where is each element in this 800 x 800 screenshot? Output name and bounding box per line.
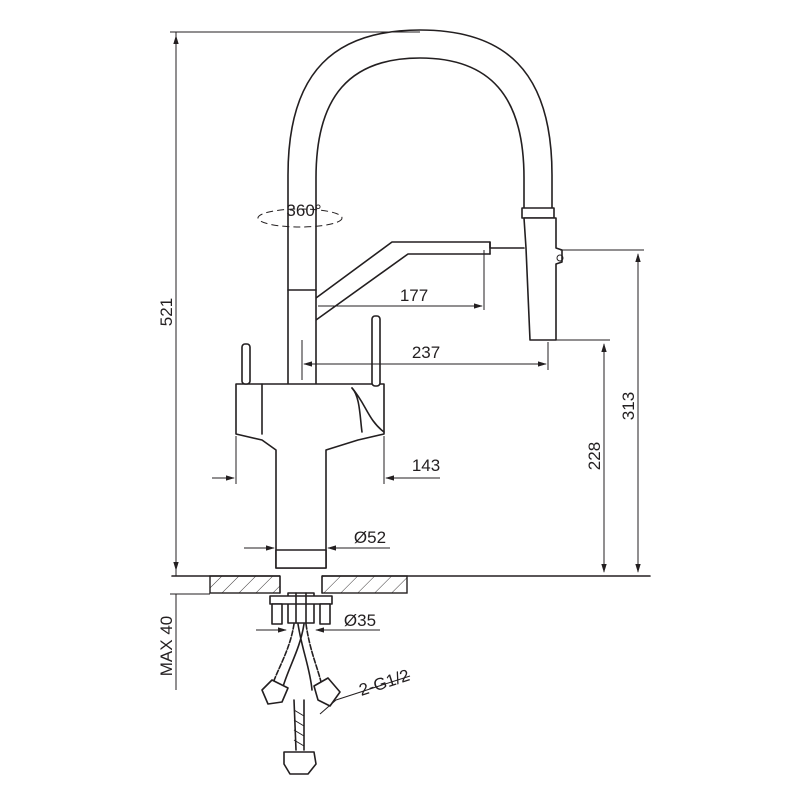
height-total-label: 521 <box>157 298 176 326</box>
reach-total-label: 237 <box>412 343 440 362</box>
max-counter-label: MAX 40 <box>157 616 176 676</box>
rotation-label: 360° <box>286 201 321 220</box>
mounting-hardware <box>269 592 333 625</box>
base-diameter-label: Ø52 <box>354 528 386 547</box>
water-hoses <box>261 623 341 775</box>
base-width-label: 143 <box>412 456 440 475</box>
handle-height-label: 228 <box>585 442 604 470</box>
outlet-height-label: 313 <box>619 392 638 420</box>
countertop <box>171 574 651 596</box>
dimension-lines: 521 MAX 40 177 237 143 Ø52 Ø35 2-G1/2 <box>157 31 650 715</box>
hose-connection-label: 2-G1/2 <box>357 666 412 700</box>
faucet-body <box>235 29 564 569</box>
reach-spout-label: 177 <box>400 286 428 305</box>
mount-diameter-label: Ø35 <box>344 611 376 630</box>
rotation-indicator <box>257 208 343 228</box>
